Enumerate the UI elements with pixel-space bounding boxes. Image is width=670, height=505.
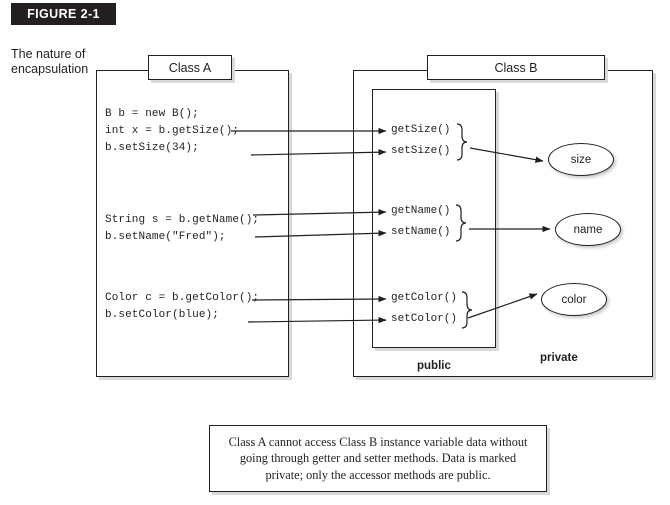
class-a-frame: [96, 70, 289, 377]
private-label: private: [540, 352, 578, 364]
class-b-methods-size: getSize() setSize(): [391, 124, 451, 157]
class-b-methods-color: getColor() setColor(): [391, 292, 458, 325]
explanation-note-text: Class A cannot access Class B instance v…: [228, 434, 528, 482]
figure-caption: The nature of encapsulation: [11, 47, 89, 76]
public-label: public: [417, 360, 451, 372]
class-a-code-block-size: B b = new B(); int x = b.getSize(); b.se…: [105, 108, 240, 154]
field-color-ellipse: color: [541, 283, 607, 316]
field-size-ellipse: size: [548, 143, 614, 176]
class-a-title: Class A: [148, 55, 232, 80]
class-b-methods-name: getName() setName(): [391, 205, 451, 238]
field-name-ellipse: name: [555, 213, 621, 246]
explanation-note: Class A cannot access Class B instance v…: [209, 425, 547, 492]
figure-banner-background: [11, 3, 116, 25]
class-a-code-block-color: Color c = b.getColor(); b.setColor(blue)…: [105, 292, 260, 321]
class-b-title: Class B: [427, 55, 605, 80]
figure-banner-label: FIGURE 2-1: [27, 7, 100, 21]
class-a-code-block-name: String s = b.getName(); b.setName("Fred"…: [105, 214, 260, 243]
